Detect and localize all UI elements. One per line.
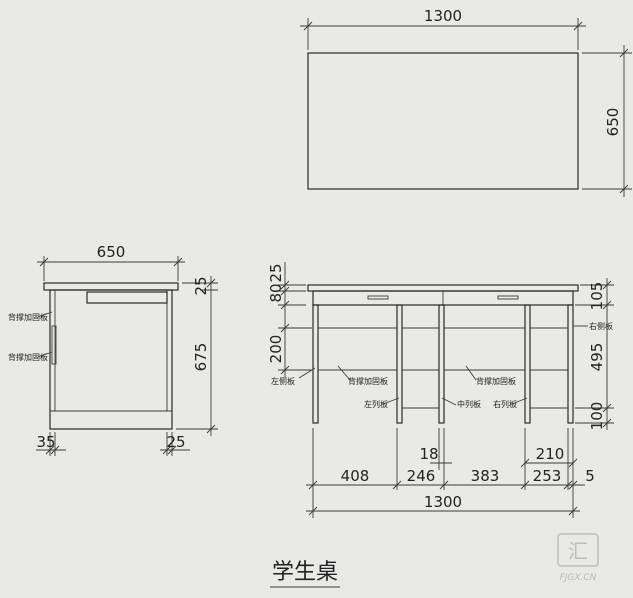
front-dim-80: 80 [267, 283, 285, 302]
front-top-board [307, 284, 579, 292]
front-dim-5: 5 [585, 467, 595, 485]
side-bottom-right-dim: 25 [166, 433, 185, 451]
side-drawer [86, 291, 168, 304]
front-right-side-panel [567, 304, 574, 424]
front-dim-100: 100 [588, 402, 606, 431]
side-label-back-brace-1: 背撑加固板 [8, 312, 48, 322]
front-dim-25: 25 [267, 263, 285, 282]
front-label-left-column: 左列板 [364, 399, 388, 409]
front-label-middle-column: 中列板 [457, 399, 481, 409]
front-dim-210: 210 [536, 445, 565, 463]
front-dim-246: 246 [407, 467, 436, 485]
side-width-dim: 650 [97, 243, 126, 261]
front-middle-column-panel [438, 304, 445, 424]
front-dim-253: 253 [533, 467, 562, 485]
top-width-dim: 1300 [424, 7, 462, 25]
front-label-right-side: 右侧板 [589, 321, 613, 331]
drawing-title: 学生桌 [272, 560, 338, 585]
front-dim-18: 18 [419, 445, 438, 463]
front-label-back-brace-1: 背撑加固板 [348, 376, 388, 386]
front-left-column-panel [396, 304, 403, 424]
front-dim-495: 495 [588, 343, 606, 372]
drawer-handle-right [497, 295, 519, 300]
front-dim-408: 408 [341, 467, 370, 485]
watermark-text: FJGX.CN [560, 573, 597, 583]
top-depth-dim: 650 [604, 108, 622, 137]
side-height-dim: 675 [192, 343, 210, 372]
side-bottom-left-dim: 35 [36, 433, 55, 451]
front-dim-383: 383 [471, 467, 500, 485]
front-dim-200: 200 [267, 335, 285, 364]
front-label-back-brace-2: 背撑加固板 [476, 376, 516, 386]
side-label-back-brace-2: 背撑加固板 [8, 352, 48, 362]
side-top-board [43, 282, 179, 291]
side-body [49, 289, 173, 430]
side-top-thickness: 25 [192, 276, 210, 295]
side-view: 650 675 25 35 25 背撑加固板 背撑加固板 [8, 243, 218, 456]
front-dim-total: 1300 [424, 493, 462, 511]
front-dim-105: 105 [588, 282, 606, 311]
top-view-outline [307, 52, 579, 190]
front-left-side-panel [312, 304, 319, 424]
front-label-left-side: 左侧板 [271, 376, 295, 386]
top-view: 1300 650 [300, 7, 632, 197]
front-view: 80 25 200 105 495 100 左侧板 背撑加固板 左列板 背撑加固… [267, 262, 614, 518]
drawer-handle-left [367, 295, 389, 300]
watermark-logo: 汇 FJGX.CN [557, 533, 599, 583]
front-right-column-panel [524, 304, 531, 424]
front-label-right-column: 右列板 [493, 399, 517, 409]
side-door-handle [51, 325, 57, 365]
watermark-logo-glyph: 汇 [568, 539, 588, 563]
